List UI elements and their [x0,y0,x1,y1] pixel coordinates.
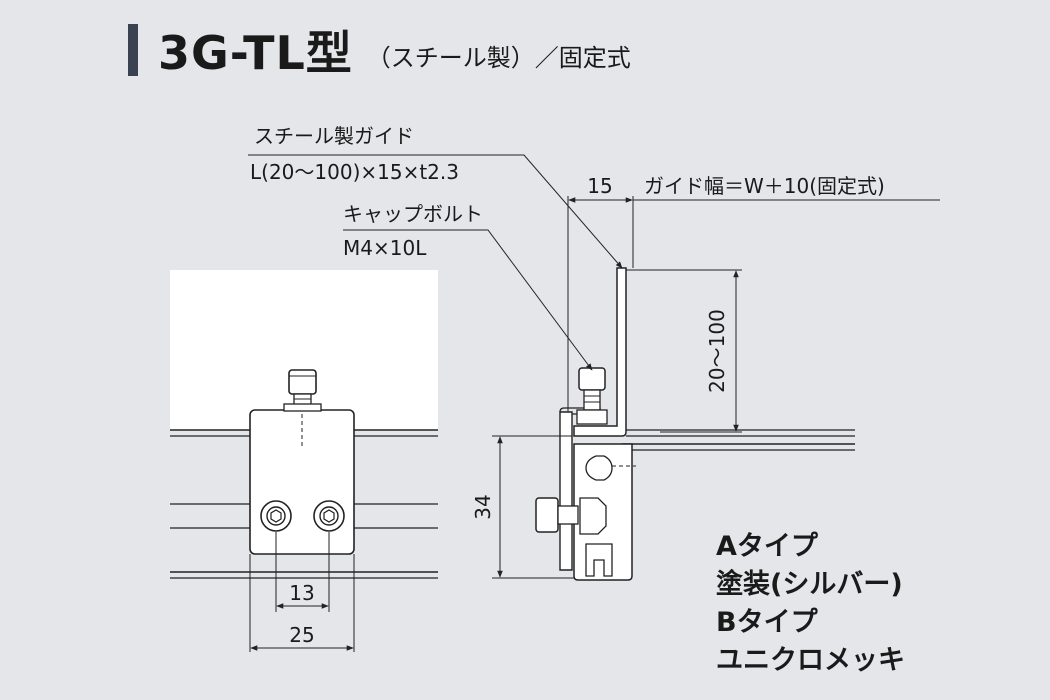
cap-bolt-washer [283,403,322,412]
guide-leader-line [248,154,623,269]
dim-flange: 15 [587,174,612,198]
dim-block-width: 25 [289,623,314,647]
legend-finish-a: 塗装(シルバー) [716,569,903,600]
front-view: 13 25 [170,270,438,652]
page-subtitle: （スチール製）／固定式 [366,43,631,72]
side-cap-bolt-shank [583,389,601,411]
callouts: スチール製ガイド L(20〜100)×15×t2.3 キャップボルト M4×10… [248,124,623,371]
side-bolt-nut [576,409,608,425]
legend-type-a: Aタイプ [716,531,818,562]
dim-height-range: 20〜100 [705,309,729,393]
frame-profile-slot-mid [579,497,607,535]
side-cap-bolt-head [578,367,606,391]
dim-hole-pitch: 13 [289,581,314,605]
finish-type-legend: Aタイプ 塗装(シルバー) Bタイプ ユニクロメッキ [716,528,905,680]
socket-bolt-right [313,500,345,532]
header-accent-bar [128,24,138,76]
callout-bolt-name: キャップボルト [343,202,483,226]
steel-guide-profile [573,267,627,437]
legend-type-b: Bタイプ [716,607,818,638]
page-title: 3G-TL型 [158,26,353,80]
bolt-leader-line [343,229,593,371]
frame-profile-slot-bottom [585,543,613,577]
frame-profile-slot-top [585,455,613,481]
side-view: 34 15 ガイド幅＝W＋10(固定式) 20〜100 [471,174,940,581]
dim-guide-width: ガイド幅＝W＋10(固定式) [644,174,885,198]
legend-finish-b: ユニクロメッキ [716,645,905,676]
callout-guide-name: スチール製ガイド [254,124,414,148]
side-socket-bolt-shank [557,505,579,525]
cap-bolt-head [288,369,317,395]
callout-guide-spec: L(20〜100)×15×t2.3 [250,160,459,184]
callout-bolt-spec: M4×10L [343,236,427,260]
side-socket-bolt-head [535,497,559,533]
dim-rail-height: 34 [471,494,495,519]
page-header: 3G-TL型 （スチール製）／固定式 [128,22,631,80]
socket-bolt-left [260,500,292,532]
